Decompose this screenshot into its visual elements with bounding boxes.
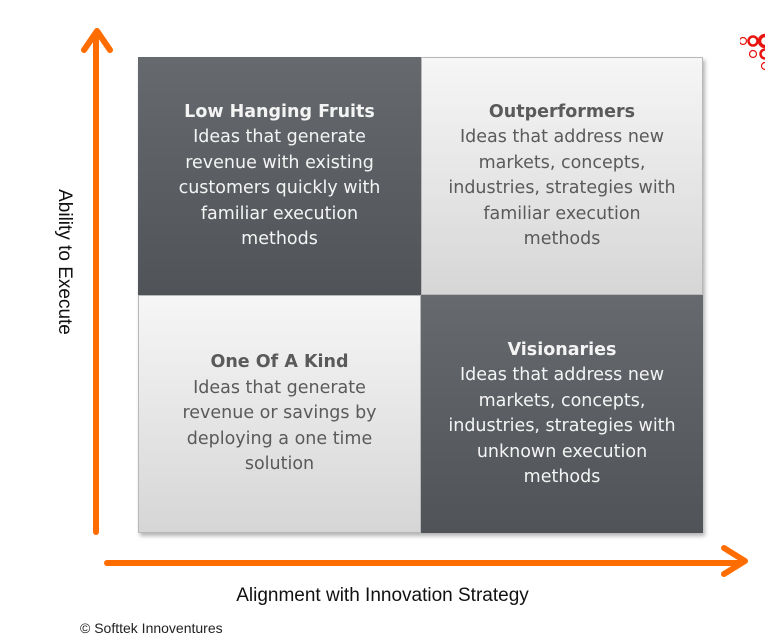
y-axis-arrowhead: [81, 28, 113, 53]
quadrant-title: Outperformers: [488, 101, 636, 122]
y-axis-label: Ability to Execute: [54, 189, 75, 335]
quadrant-text-line: deploying a one time: [186, 428, 373, 449]
quadrant-text-line: customers quickly with: [178, 178, 381, 198]
quadrant-text-line: Ideas that generate: [193, 127, 366, 147]
quadrant-text-line: unknown execution: [476, 441, 648, 462]
quadrant-text-line: solution: [244, 454, 315, 475]
quadrant-title: Visionaries: [507, 339, 617, 360]
quadrant-text-line: revenue with existing: [185, 152, 374, 173]
quadrant-text-line: markets, concepts,: [478, 390, 646, 411]
quadrant-text-line: industries, strategies with: [448, 416, 676, 436]
quadrant-one-of-a-kind: One Of A Kind Ideas that generate revenu…: [138, 295, 421, 533]
quadrant-visionaries: Visionaries Ideas that address new marke…: [421, 295, 703, 533]
quadrant-text-line: Ideas that generate: [193, 377, 366, 398]
copyright-footer: © Softtek Innoventures: [80, 620, 223, 636]
quadrant-text-line: revenue or savings by: [182, 403, 377, 424]
quadrant-low-hanging-fruits: Low Hanging Fruits Ideas that generate r…: [138, 57, 421, 295]
quadrant-text-line: Ideas that address new: [459, 365, 665, 385]
quadrant-text-line: methods: [523, 229, 601, 249]
quadrant-text-line: Ideas that address new: [459, 127, 665, 147]
quadrant-title: One Of A Kind: [210, 352, 349, 373]
x-axis-label: Alignment with Innovation Strategy: [0, 585, 765, 607]
quadrant-text-line: methods: [241, 229, 318, 249]
quadrant-text-line: methods: [523, 467, 601, 487]
quadrant-text-line: familiar execution: [200, 203, 359, 224]
quadrant-outperformers: Outperformers Ideas that address new mar…: [421, 57, 703, 295]
quadrant-title: Low Hanging Fruits: [184, 101, 375, 122]
x-axis-arrowhead: [721, 545, 748, 577]
x-axis-label-text: Alignment with Innovation Strategy: [236, 585, 529, 606]
quadrant-text-line: familiar execution: [483, 203, 641, 224]
softtek-logo-icon: [740, 33, 765, 71]
quadrant-text-line: markets, concepts,: [478, 152, 646, 173]
quadrant-text-line: industries, strategies with: [448, 178, 676, 198]
